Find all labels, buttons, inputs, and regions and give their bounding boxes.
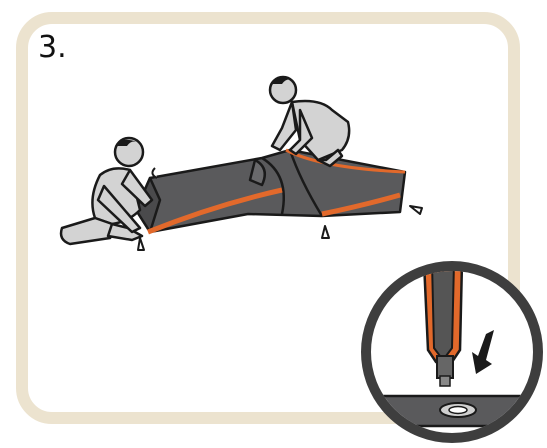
detail-inset <box>360 262 547 438</box>
stake-loop-1 <box>152 168 157 178</box>
stake-loop-2 <box>138 238 144 250</box>
stake-loop-4 <box>410 206 422 214</box>
stake-loop-3 <box>322 226 329 238</box>
person-kneeling <box>61 138 152 244</box>
tent <box>136 150 422 250</box>
